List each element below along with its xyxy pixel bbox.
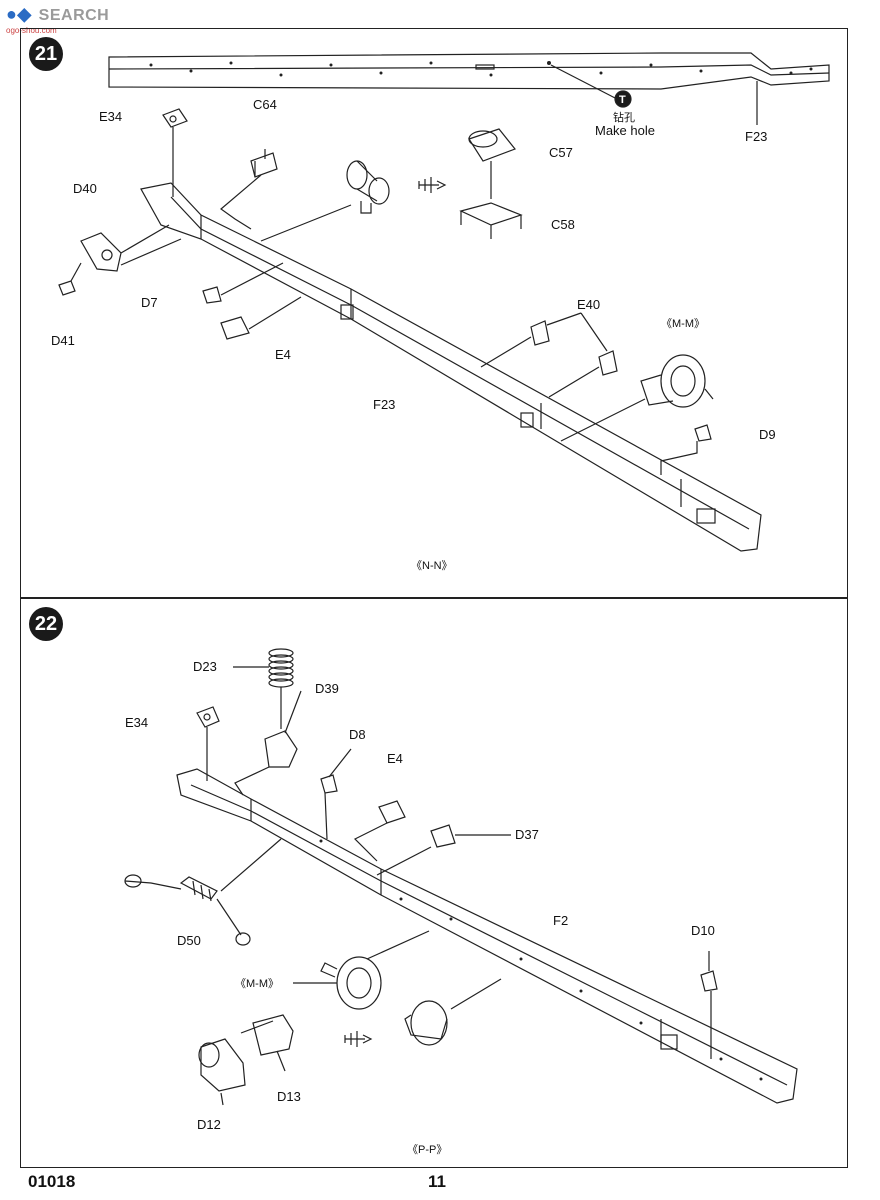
step-22-diagram: D23 D39 E34 D8 E4 D37 D50 F2 D10 《M-M》 D… — [124, 648, 798, 1156]
label-d9: D9 — [759, 427, 776, 442]
d23-spring — [268, 648, 294, 688]
d40-part — [80, 232, 122, 272]
label-e34: E34 — [125, 715, 148, 730]
watermark-sub: ogo-shou.com — [6, 26, 57, 35]
label-d41: D41 — [51, 333, 75, 348]
e34-part — [162, 108, 188, 128]
step-22-panel: 22 — [20, 598, 848, 1168]
label-d10: D10 — [691, 923, 715, 938]
label-d37: D37 — [515, 827, 539, 842]
brand-logo-icon: ●◆ — [6, 4, 32, 24]
e40-part-a — [530, 320, 550, 346]
step-number-badge: 22 — [29, 607, 63, 641]
mm-brake-chamber — [660, 354, 706, 408]
label-mm: 《M-M》 — [661, 317, 705, 330]
label-d7: D7 — [141, 295, 158, 310]
label-c57: C57 — [549, 145, 573, 160]
e4-part — [378, 800, 406, 824]
step-number-badge: 21 — [29, 37, 63, 71]
e4-part — [220, 316, 250, 340]
watermark: ●◆ SEARCH — [6, 4, 109, 25]
d7-part — [202, 286, 222, 304]
drill-badge-letter: T — [619, 94, 626, 106]
section-label: 《N-N》 — [411, 559, 453, 572]
drill-label-cn: 钻孔 — [613, 110, 635, 124]
d39-part — [264, 730, 298, 768]
label-d40: D40 — [73, 181, 97, 196]
e34-part — [196, 706, 220, 728]
d9-part — [694, 424, 712, 442]
product-code: 01018 — [28, 1172, 76, 1191]
d50-steering-shaft — [124, 874, 251, 946]
f23-top-rail — [108, 52, 830, 90]
d10-part — [700, 970, 718, 992]
f2-main-frame — [176, 768, 798, 1104]
section-label: 《P-P》 — [407, 1143, 447, 1156]
d8-part — [320, 774, 338, 794]
d37-part — [430, 824, 456, 848]
drill-label-en: Make hole — [595, 123, 655, 138]
step-21-diagram: T 钻孔 Make hole F23 E34 C64 C57 C58 D40 D… — [51, 52, 830, 572]
label-d50: D50 — [177, 933, 201, 948]
e40-part-b — [598, 350, 618, 376]
label-c58: C58 — [551, 217, 575, 232]
label-e4: E4 — [275, 347, 291, 362]
f23-main-frame — [140, 182, 762, 552]
d13-part — [252, 1014, 294, 1056]
drill-badge-icon — [614, 90, 632, 108]
label-f2: F2 — [553, 913, 568, 928]
page-number: 11 — [428, 1172, 446, 1191]
label-d8: D8 — [349, 727, 366, 742]
c58-part — [459, 202, 523, 226]
c64-part — [250, 152, 278, 178]
label-d13: D13 — [277, 1089, 301, 1104]
label-e34: E34 — [99, 109, 122, 124]
label-f23-main: F23 — [373, 397, 395, 412]
label-e4: E4 — [387, 751, 403, 766]
watermark-brand: SEARCH — [38, 7, 110, 24]
mm-brake-chamber — [336, 956, 382, 1010]
label-e40: E40 — [577, 297, 600, 312]
label-d23: D23 — [193, 659, 217, 674]
label-d39: D39 — [315, 681, 339, 696]
label-f23-top: F23 — [745, 129, 767, 144]
label-d12: D12 — [197, 1117, 221, 1132]
step-21-panel: 21 — [20, 28, 848, 598]
d12-part — [200, 1038, 246, 1092]
d41-part — [58, 280, 76, 296]
label-mm: 《M-M》 — [235, 977, 279, 990]
label-c64: C64 — [253, 97, 277, 112]
